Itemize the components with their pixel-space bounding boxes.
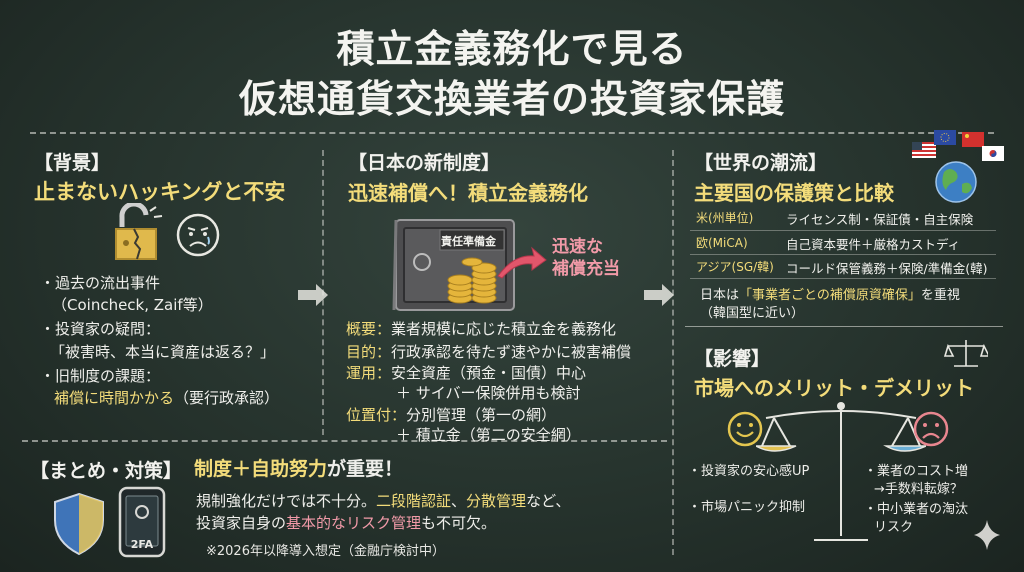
balance-icon xyxy=(753,400,927,550)
divider-right xyxy=(672,150,674,555)
quick-compensation-line1: 迅速な xyxy=(552,237,603,257)
scales-icon xyxy=(943,338,991,370)
background-bullet1: ・過去の流出事件 xyxy=(40,274,161,292)
background-bullet2: ・投資家の疑問： xyxy=(40,320,161,338)
background-bullet3-suffix: （要行政承認） xyxy=(174,389,280,407)
phone-2fa-label: 2FA xyxy=(130,538,154,551)
table-region: 欧(MiCA) xyxy=(696,236,748,250)
impact-divider xyxy=(685,326,1003,327)
sparkle-icon xyxy=(974,520,1000,550)
flag-icon xyxy=(912,142,936,158)
flag-icon xyxy=(982,146,1004,161)
japan-row-5: 位置付：分別管理（第一の網） xyxy=(346,406,557,424)
demerit-1-detail: →手数料転嫁？ xyxy=(874,482,963,497)
summary-divider xyxy=(22,440,667,442)
demerit-2: ・中小業者の淘汰 xyxy=(864,502,969,517)
summary-headline: 制度＋自助努力が重要！ xyxy=(194,458,404,480)
title-divider xyxy=(30,132,994,134)
world-note: 日本は「事業者ごとの補償原資確保」を重視 xyxy=(700,288,960,303)
background-bullet2-quote: 「被害時、本当に資産は返る？」 xyxy=(50,343,276,361)
background-subheading: 止まないハッキングと不安 xyxy=(34,180,286,204)
table-divider xyxy=(690,278,996,279)
japan-row-4: ＋ サイバー保険併用も検討 xyxy=(396,384,581,402)
background-bullet1-detail: （Coincheck, Zaif等） xyxy=(52,296,213,314)
broken-padlock-icon xyxy=(110,201,166,263)
japan-row-3: 運用：安全資産（預金・国債）中心 xyxy=(346,364,587,382)
arrow-right-icon xyxy=(296,282,330,308)
table-divider xyxy=(690,254,996,255)
merit-2: ・市場パニック抑制 xyxy=(688,500,806,515)
background-bullet3-prefix: 補償に時間かかる xyxy=(54,389,175,407)
japan-row-6: ＋ 積立金（第二の安全網） xyxy=(396,426,581,444)
page-title-line2: 仮想通貨交換業者の投資家保護 xyxy=(238,77,785,121)
table-policy: ライセンス制・保証債・自主保険 xyxy=(786,212,974,227)
japan-subheading: 迅速補償へ！積立金義務化 xyxy=(348,181,588,205)
merit-1: ・投資家の安心感UP xyxy=(688,464,810,479)
demerit-1: ・業者のコスト増 xyxy=(864,464,969,479)
background-bullet3-line: 補償に時間かかる（要行政承認） xyxy=(54,387,279,409)
shield-icon xyxy=(52,492,106,556)
table-region: 米(州単位) xyxy=(696,211,754,225)
safe-label: 責任準備金 xyxy=(441,235,496,248)
demerit-2-detail: リスク xyxy=(874,520,914,535)
impact-subheading: 市場へのメリット・デメリット xyxy=(694,376,974,400)
happy-face-icon xyxy=(726,410,764,448)
world-note-line2: （韓国型に近い） xyxy=(700,306,805,321)
table-policy: コールド保管義務＋保険/準備金(韓) xyxy=(786,261,988,276)
phone-icon xyxy=(118,486,166,558)
red-arrow-icon xyxy=(494,242,550,282)
flag-icon xyxy=(934,130,956,145)
summary-heading: 【まとめ・対策】 xyxy=(30,460,183,482)
summary-line2: 投資家自身の基本的なリスク管理も不可欠。 xyxy=(196,514,497,532)
world-subheading: 主要国の保護策と比較 xyxy=(694,181,894,205)
table-policy: 自己資本要件＋厳格カストディ xyxy=(786,237,961,252)
worried-face-icon xyxy=(175,212,221,258)
japan-row-2: 目的：行政承認を待たず速やかに被害補償 xyxy=(346,343,632,361)
summary-footnote: ※2026年以降導入想定（金融庁検討中） xyxy=(206,544,445,559)
world-heading: 【世界の潮流】 xyxy=(694,152,828,174)
page-title-line1: 積立金義務化で見る xyxy=(336,27,688,71)
japan-row-1: 概要：業者規模に応じた積立金を義務化 xyxy=(346,320,617,338)
quick-compensation-line2: 補償充当 xyxy=(552,259,620,279)
impact-heading: 【影響】 xyxy=(694,348,771,370)
japan-heading: 【日本の新制度】 xyxy=(348,152,501,174)
coins-icon xyxy=(444,252,506,306)
background-bullet3: ・旧制度の課題： xyxy=(40,367,161,385)
table-region: アジア(SG/韓) xyxy=(696,260,774,274)
sad-face-icon xyxy=(912,410,950,448)
arrow-right-icon xyxy=(642,282,676,308)
globe-icon xyxy=(928,150,992,206)
summary-line1: 規制強化だけでは不十分。二段階認証、分散管理など、 xyxy=(196,492,571,510)
flag-icon xyxy=(962,132,984,147)
table-divider xyxy=(690,230,996,231)
background-heading: 【背景】 xyxy=(34,152,111,174)
